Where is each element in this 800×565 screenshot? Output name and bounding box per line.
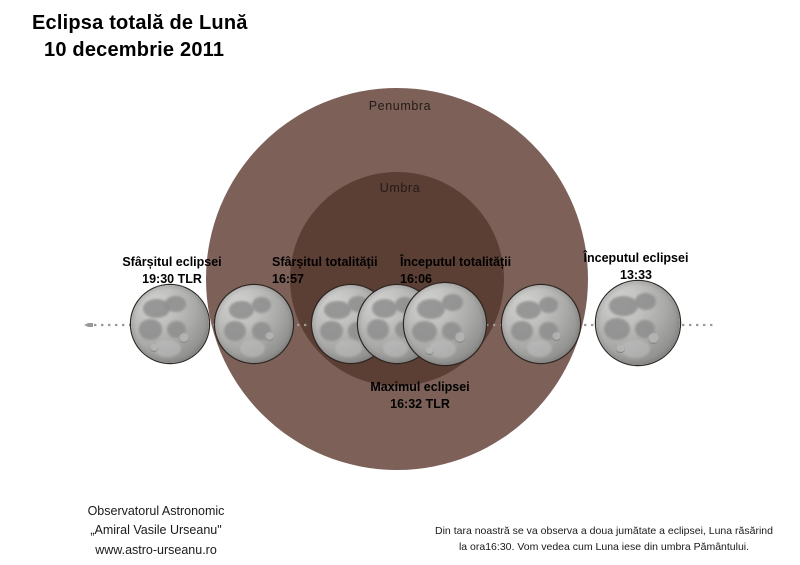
title-line-1: Eclipsa totală de Lună <box>32 12 248 34</box>
moon-penumbra-right <box>502 285 580 363</box>
moon-penumbra-left <box>215 285 293 363</box>
label-time: 13:33 <box>620 267 652 282</box>
moon-limb-shading <box>404 283 486 365</box>
label-start-of-eclipse: Începutul eclipsei 13:33 <box>566 250 706 284</box>
visibility-note: Din tara noastră se va observa a doua ju… <box>418 524 790 556</box>
title-line-2: 10 decembrie 2011 <box>44 39 225 61</box>
observatory-credit: Observatorul Astronomic „Amiral Vasile U… <box>26 502 286 560</box>
label-title: Sfârșitul totalității <box>272 255 378 269</box>
moon-limb-shading <box>596 281 680 365</box>
moon-start-of-totality <box>404 283 486 365</box>
label-end-of-eclipse: Sfârșitul eclipsei 19:30 TLR <box>104 254 240 288</box>
label-time: 16:57 <box>272 271 304 286</box>
observatory-subname: „Amiral Vasile Urseanu" <box>90 523 222 538</box>
moon-limb-shading <box>131 285 209 363</box>
label-title: Sfârșitul eclipsei <box>122 255 222 269</box>
label-title: Începutul eclipsei <box>583 251 689 265</box>
moon-limb-shading <box>502 285 580 363</box>
label-end-of-totality: Sfârșitul totalității 16:57 <box>272 254 396 288</box>
visibility-note-line-2: la ora16:30. Vom vedea cum Luna iese din… <box>458 540 750 553</box>
umbra-label: Umbra <box>379 181 421 195</box>
label-time: 19:30 TLR <box>142 271 202 286</box>
observatory-website: www.astro-urseanu.ro <box>95 542 217 557</box>
moon-start-of-eclipse <box>596 281 680 365</box>
moon-end-of-eclipse <box>131 285 209 363</box>
arrow-left-icon <box>84 323 93 327</box>
penumbra-label: Penumbra <box>368 99 432 113</box>
moon-limb-shading <box>215 285 293 363</box>
visibility-note-line-1: Din tara noastră se va observa a doua ju… <box>435 525 773 537</box>
label-start-of-totality: Începutul totalității 16:06 <box>400 254 530 288</box>
label-maximum-of-eclipse: Maximul eclipsei 16:32 TLR <box>322 379 518 413</box>
label-title: Începutul totalității <box>400 255 512 269</box>
label-time: 16:32 TLR <box>390 396 450 411</box>
page-title: Eclipsa totală de Lună 10 decembrie 2011 <box>32 10 452 64</box>
label-time: 16:06 <box>400 271 432 286</box>
label-title: Maximul eclipsei <box>370 380 470 394</box>
observatory-name: Observatorul Astronomic <box>87 504 225 518</box>
